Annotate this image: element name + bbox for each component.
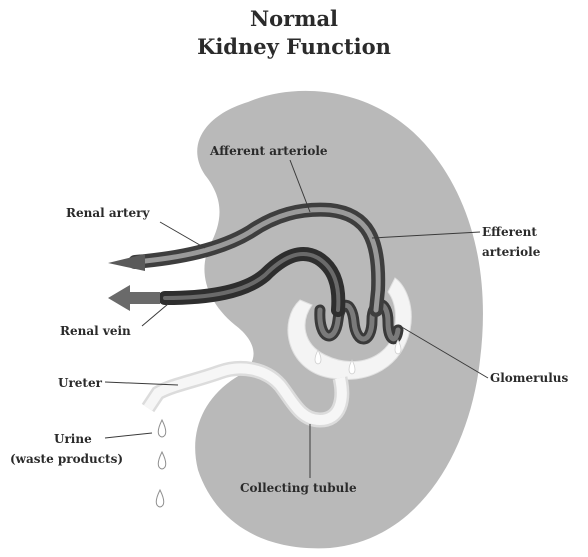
diagram-title-line1: Normal (0, 6, 588, 32)
urine-drops (156, 420, 166, 507)
label-glomerulus: Glomerulus (490, 371, 568, 386)
renal-artery-arrow (108, 254, 145, 271)
label-renal-vein: Renal vein (60, 324, 131, 339)
label-urine-line1: Urine (54, 432, 92, 447)
label-collecting-tubule: Collecting tubule (240, 481, 357, 496)
label-efferent-line2: arteriole (482, 245, 540, 260)
diagram-title-line2: Kidney Function (0, 34, 588, 60)
label-ureter: Ureter (58, 376, 102, 391)
renal-vein-arrow (108, 285, 160, 311)
label-efferent-line1: Efferent (482, 225, 537, 240)
label-urine-line2: (waste products) (10, 452, 123, 467)
label-afferent-arteriole: Afferent arteriole (210, 144, 328, 159)
label-renal-artery: Renal artery (66, 206, 149, 221)
